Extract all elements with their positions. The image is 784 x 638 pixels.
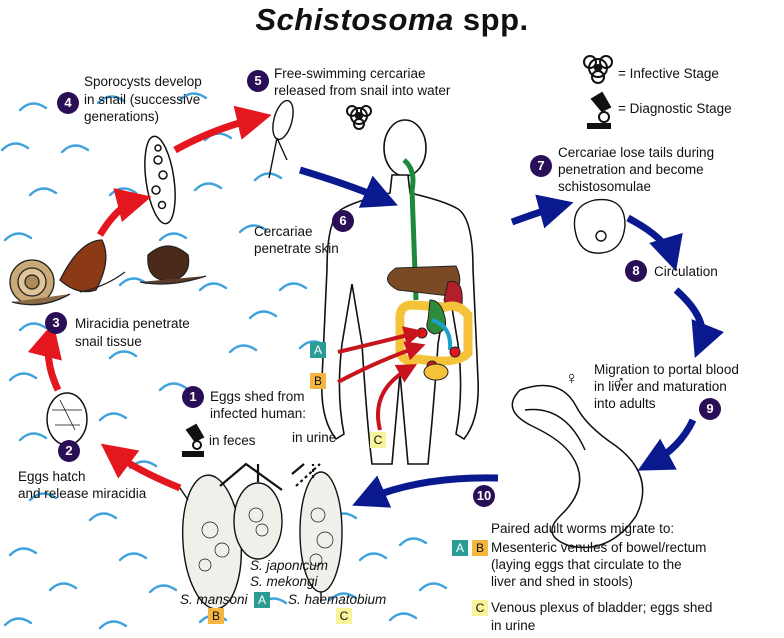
label-in-feces: in feces bbox=[209, 433, 256, 448]
step-7-line-3: schistosomulae bbox=[558, 179, 652, 194]
step-10-badge: 10 bbox=[473, 485, 495, 507]
red-thin-arrows bbox=[337, 326, 426, 431]
step-6-line-2: penetrate skin bbox=[254, 241, 339, 256]
step-9-badge: 9 bbox=[699, 398, 721, 420]
arrow-7 bbox=[510, 194, 574, 229]
eggs-illustration bbox=[179, 471, 343, 610]
step-5-badge: 5 bbox=[247, 70, 269, 92]
step-5-line-2: released from snail into water bbox=[274, 83, 451, 98]
step-8-badge: 8 bbox=[625, 260, 647, 282]
step-4-line-1: Sporocysts develop bbox=[84, 74, 202, 89]
arrow-8 bbox=[626, 214, 683, 272]
step-3-line-2: snail tissue bbox=[75, 334, 142, 349]
step-4-line-2: in snail (successive bbox=[84, 92, 201, 107]
step-9-line-2: in liver and maturation bbox=[594, 379, 727, 394]
step-6-line-1: Cercariae bbox=[254, 224, 313, 239]
box-b-note: B bbox=[472, 540, 488, 556]
step-4-line-3: generations) bbox=[84, 109, 160, 124]
note-ab-line-2: (laying eggs that circulate to the bbox=[491, 557, 682, 572]
step-3-badge: 3 bbox=[45, 312, 67, 334]
arrow-11 bbox=[352, 474, 499, 508]
step-7-line-2: penetration and become bbox=[558, 162, 704, 177]
label-in-urine: in urine bbox=[292, 430, 337, 445]
arrow-3 bbox=[27, 322, 62, 392]
diagram-title: Schistosoma spp. bbox=[0, 2, 784, 38]
step-8-label: Circulation bbox=[654, 264, 718, 279]
box-c-note: C bbox=[472, 600, 488, 616]
box-b-mansoni: B bbox=[208, 608, 224, 624]
arrow-4 bbox=[96, 188, 152, 237]
biohazard-icon bbox=[583, 55, 613, 84]
miracidium-illustration bbox=[46, 392, 88, 446]
step-9-line-3: into adults bbox=[594, 396, 656, 411]
step-2-line-1: Eggs hatch bbox=[18, 469, 86, 484]
step-7-line-1: Cercariae lose tails during bbox=[558, 145, 715, 160]
biohazard-icon bbox=[346, 105, 372, 130]
step-5-line-1: Free-swimming cercariae bbox=[274, 66, 426, 81]
box-b-body: B bbox=[310, 373, 326, 389]
cercaria-illustration bbox=[268, 99, 294, 179]
female-symbol: ♀ bbox=[565, 368, 579, 388]
arrow-2 bbox=[100, 443, 182, 492]
box-a-note: A bbox=[452, 540, 468, 556]
arrow-10 bbox=[637, 418, 697, 471]
step-6-badge: 6 bbox=[332, 210, 354, 232]
box-a-japonicum: A bbox=[254, 592, 270, 608]
box-a-body: A bbox=[310, 342, 326, 358]
step-1-line-2: infected human: bbox=[210, 406, 307, 421]
egg-connector-lines bbox=[219, 462, 321, 491]
arrow-9 bbox=[673, 287, 725, 359]
step-7-badge: 7 bbox=[530, 155, 552, 177]
microscope-icon bbox=[182, 423, 205, 457]
note-c-line-2: in urine bbox=[491, 618, 536, 633]
step-9-line-1: Migration to portal blood bbox=[594, 362, 739, 377]
note-ab-line-3: liver and shed in stools) bbox=[491, 574, 633, 589]
legend-diagnostic: = Diagnostic Stage bbox=[618, 101, 732, 116]
step-2-line-2: and release miracidia bbox=[18, 486, 147, 501]
step-1-line-1: Eggs shed from bbox=[210, 389, 305, 404]
red-arrows bbox=[27, 105, 272, 492]
title-genus: Schistosoma bbox=[255, 2, 454, 37]
box-c-haematobium: C bbox=[336, 608, 352, 624]
sporocyst-illustration bbox=[144, 135, 176, 225]
title-suffix: spp. bbox=[462, 2, 529, 37]
step-2-badge: 2 bbox=[58, 440, 80, 462]
box-c-body: C bbox=[370, 432, 386, 448]
arrow-6 bbox=[298, 166, 398, 208]
step-1-badge: 1 bbox=[182, 386, 204, 408]
label-haematobium: S. haematobium bbox=[288, 592, 387, 607]
note-ab-line-1: Mesenteric venules of bowel/rectum bbox=[491, 540, 707, 555]
snail-illustrations bbox=[9, 239, 207, 306]
male-symbol: ♂ bbox=[612, 372, 626, 392]
label-mansoni: S. mansoni bbox=[180, 592, 248, 607]
arrow-5 bbox=[173, 105, 272, 154]
label-japonicum: S. japonicum bbox=[250, 558, 329, 573]
note-c-line-1: Venous plexus of bladder; eggs shed bbox=[491, 600, 713, 615]
step-10-label: Paired adult worms migrate to: bbox=[491, 521, 675, 536]
adult-worm-pair-illustration bbox=[511, 384, 644, 549]
step-4-badge: 4 bbox=[57, 92, 79, 114]
schistosomula-illustration bbox=[573, 198, 626, 254]
label-mekongi: S. mekongi bbox=[250, 574, 318, 589]
legend-infective: = Infective Stage bbox=[618, 66, 719, 81]
step-3-line-1: Miracidia penetrate bbox=[75, 316, 190, 331]
microscope-icon bbox=[587, 91, 612, 129]
blue-arrows bbox=[298, 166, 725, 508]
